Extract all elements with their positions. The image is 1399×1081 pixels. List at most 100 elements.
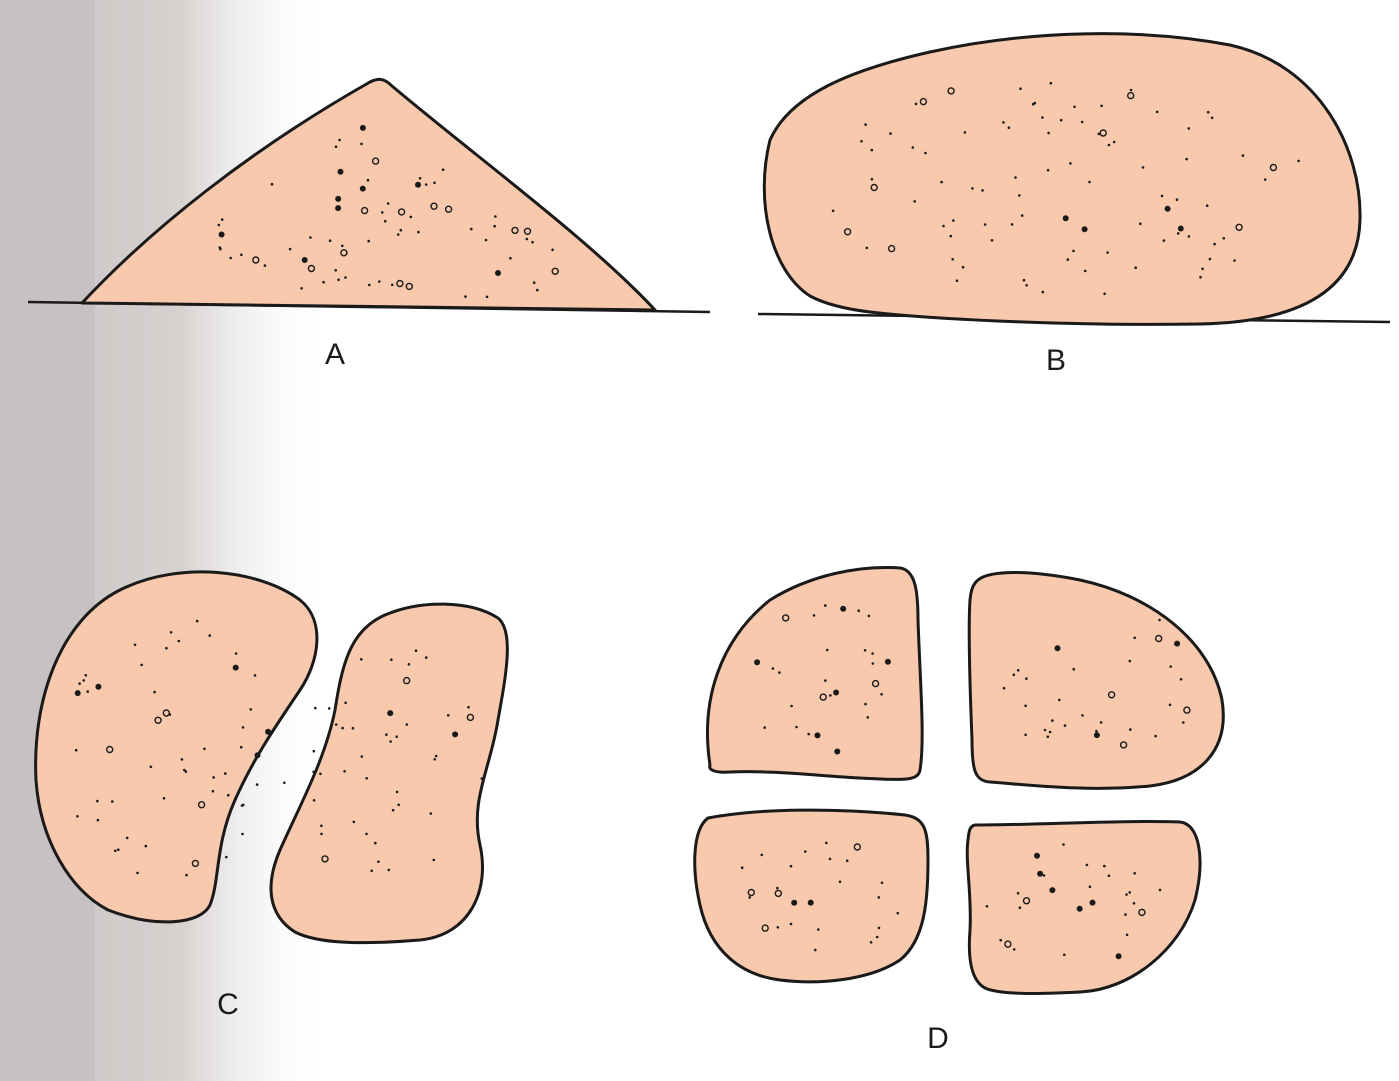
speckle bbox=[82, 679, 85, 682]
speckle bbox=[839, 881, 842, 884]
speckle bbox=[790, 865, 793, 868]
speckle bbox=[464, 295, 467, 298]
speckle bbox=[334, 269, 337, 272]
speckle bbox=[1062, 843, 1065, 846]
speckle bbox=[283, 782, 286, 785]
figure-label-c: C bbox=[217, 988, 239, 1022]
figure-label-d: D bbox=[927, 1022, 949, 1056]
speckle bbox=[915, 103, 918, 106]
speckle bbox=[1100, 721, 1103, 724]
speckle bbox=[1177, 232, 1180, 235]
speckle bbox=[1021, 214, 1024, 217]
speckle bbox=[1233, 259, 1236, 262]
scan-shadow-core bbox=[0, 0, 95, 1081]
speckle bbox=[425, 183, 428, 186]
speckle bbox=[1060, 119, 1063, 122]
speckle bbox=[374, 842, 377, 845]
speckle bbox=[335, 146, 338, 149]
speckle bbox=[178, 640, 181, 643]
speckle bbox=[300, 287, 303, 290]
shape-d-top-right bbox=[969, 573, 1223, 789]
speckle bbox=[1002, 121, 1005, 124]
speckle bbox=[531, 241, 534, 244]
speckle bbox=[1133, 637, 1136, 640]
speckle bbox=[814, 949, 817, 952]
speckle bbox=[219, 232, 225, 238]
speckle bbox=[338, 139, 341, 142]
speckle bbox=[1264, 178, 1267, 181]
speckle bbox=[224, 772, 227, 775]
speckle bbox=[876, 936, 879, 939]
speckle bbox=[370, 870, 373, 873]
speckle bbox=[433, 859, 436, 862]
speckle bbox=[390, 658, 393, 661]
speckle bbox=[328, 707, 331, 710]
speckle bbox=[1130, 89, 1133, 92]
speckle bbox=[1113, 141, 1116, 144]
speckle bbox=[778, 671, 781, 674]
speckle bbox=[368, 284, 371, 287]
speckle bbox=[452, 731, 458, 737]
speckle bbox=[486, 296, 489, 299]
speckle bbox=[150, 766, 153, 769]
shape-b-lump bbox=[764, 34, 1360, 325]
speckle bbox=[808, 900, 814, 906]
shape-d-top-left bbox=[708, 567, 923, 779]
speckle bbox=[1134, 266, 1137, 269]
speckle bbox=[999, 939, 1002, 942]
speckle bbox=[1047, 169, 1050, 172]
shape-d-bottom-left bbox=[695, 810, 928, 982]
speckle bbox=[392, 809, 395, 812]
speckle bbox=[97, 819, 100, 822]
speckle bbox=[1103, 865, 1106, 868]
speckle bbox=[360, 186, 366, 192]
speckle bbox=[1032, 103, 1035, 106]
speckle bbox=[335, 723, 338, 726]
speckle bbox=[360, 143, 363, 146]
speckle bbox=[203, 748, 206, 751]
speckle bbox=[761, 854, 764, 857]
speckle bbox=[410, 216, 413, 219]
speckle bbox=[447, 714, 450, 717]
speckle bbox=[551, 249, 554, 252]
speckle bbox=[240, 254, 243, 257]
speckle bbox=[493, 225, 496, 228]
speckle bbox=[1073, 106, 1076, 109]
speckle bbox=[250, 708, 253, 711]
speckle bbox=[1003, 687, 1006, 690]
speckle bbox=[76, 815, 79, 818]
speckle bbox=[341, 245, 344, 248]
speckle bbox=[367, 240, 370, 243]
speckle bbox=[1154, 735, 1157, 738]
speckle bbox=[956, 279, 959, 282]
speckle bbox=[221, 218, 224, 221]
speckle bbox=[846, 859, 849, 862]
speckle bbox=[377, 860, 380, 863]
speckle bbox=[1297, 160, 1300, 163]
speckle bbox=[470, 228, 473, 231]
speckle bbox=[1072, 668, 1075, 671]
speckle bbox=[85, 674, 88, 677]
speckle bbox=[1024, 733, 1027, 736]
speckle bbox=[344, 701, 347, 704]
speckle bbox=[878, 896, 881, 899]
speckle bbox=[868, 615, 871, 618]
speckle bbox=[772, 667, 775, 670]
speckle bbox=[913, 200, 916, 203]
speckle bbox=[777, 926, 780, 929]
speckle bbox=[991, 239, 994, 242]
speckle bbox=[406, 723, 409, 726]
speckle bbox=[353, 821, 356, 824]
speckle bbox=[86, 690, 89, 693]
speckle bbox=[829, 858, 832, 861]
speckle bbox=[335, 196, 341, 202]
speckle bbox=[825, 842, 828, 845]
speckle bbox=[218, 224, 221, 227]
speckle bbox=[1058, 699, 1061, 702]
speckle bbox=[1223, 237, 1226, 240]
speckle bbox=[813, 614, 816, 617]
speckle bbox=[134, 644, 137, 647]
speckle bbox=[415, 649, 418, 652]
speckle bbox=[940, 181, 943, 184]
